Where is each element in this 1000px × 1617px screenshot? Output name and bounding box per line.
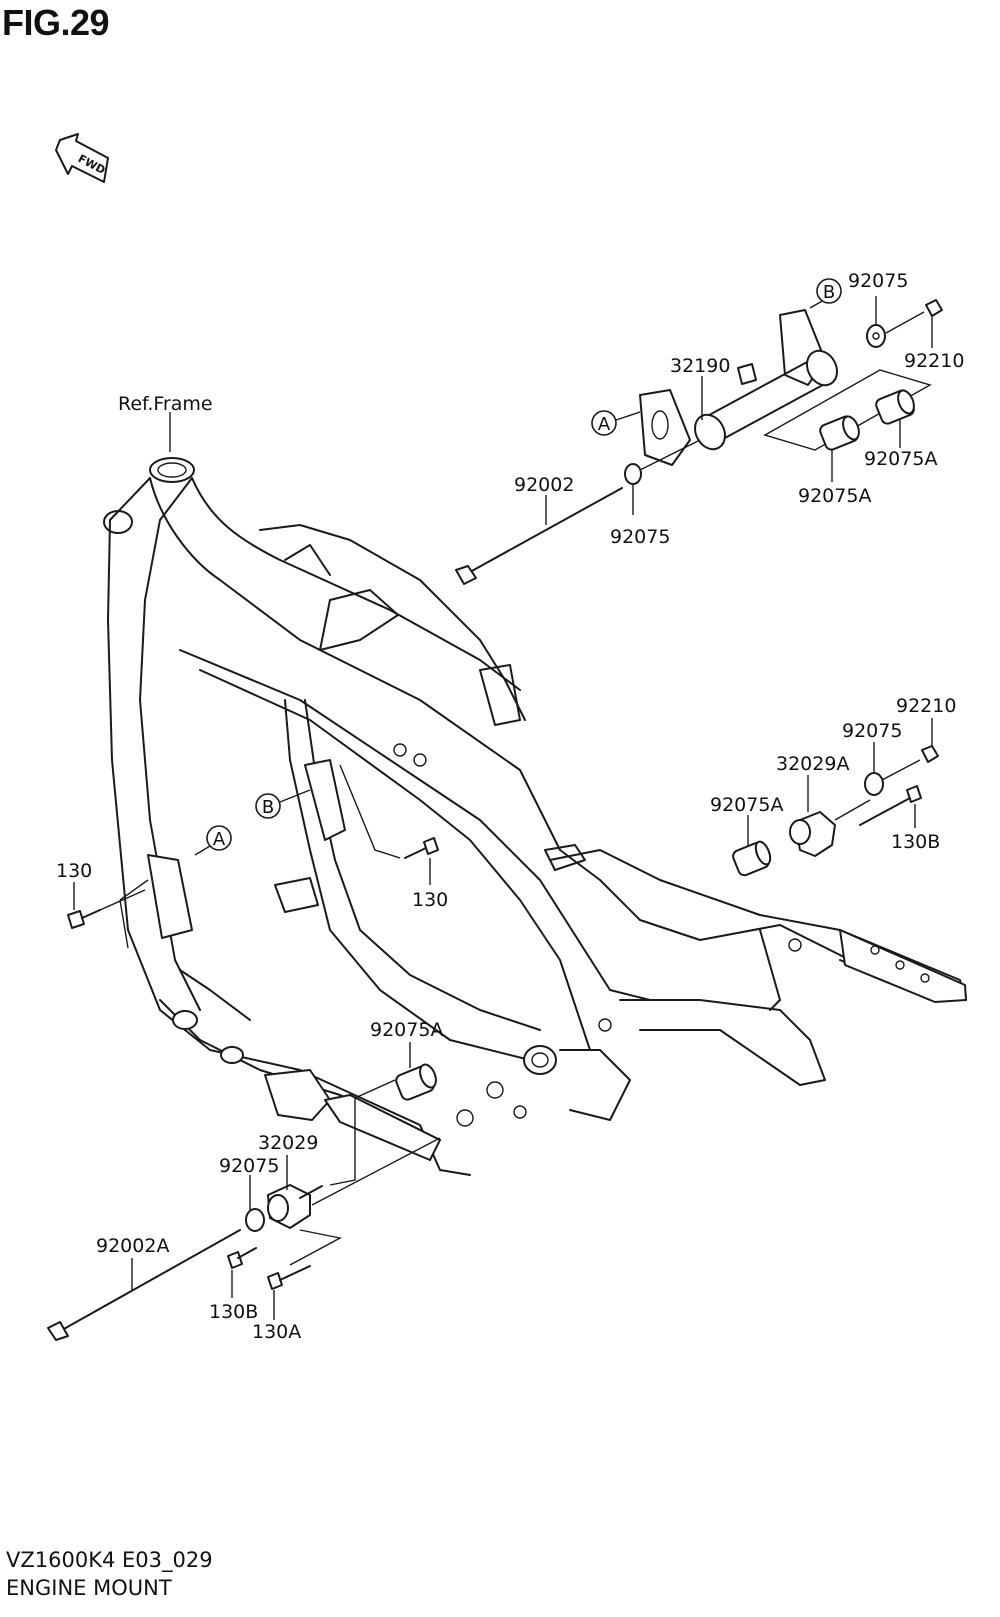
callout-b-frame: B xyxy=(255,793,281,819)
fwd-arrow-icon: FWD xyxy=(55,133,109,183)
ref-frame-label: Ref.Frame xyxy=(118,393,213,415)
label-92210-top: 92210 xyxy=(904,350,964,372)
callout-b-top: B xyxy=(816,278,842,304)
label-92075-bottom: 92075 xyxy=(219,1155,279,1177)
callout-b-frame-letter: B xyxy=(262,797,274,818)
label-130-mid: 130 xyxy=(412,889,448,911)
label-92075-top: 92075 xyxy=(848,270,908,292)
label-32029: 32029 xyxy=(258,1132,318,1154)
callout-a-top: A xyxy=(591,410,617,436)
figure-title: FIG.29 xyxy=(2,2,110,43)
diagram-code: VZ1600K4 E03_029 xyxy=(6,1548,213,1572)
callout-a-frame: A xyxy=(206,825,232,851)
frame-illustration xyxy=(103,457,967,1176)
upper-mount-assembly xyxy=(455,299,943,585)
label-32029a: 32029A xyxy=(776,753,849,775)
label-92075a-right: 92075A xyxy=(710,794,783,816)
label-92075a-bottom: 92075A xyxy=(370,1019,443,1041)
callout-b-top-letter: B xyxy=(823,282,835,303)
label-92002a: 92002A xyxy=(96,1235,169,1257)
label-92075a-top-right: 92075A xyxy=(864,448,937,470)
callout-a-top-letter: A xyxy=(598,414,611,435)
label-92075a-top-left: 92075A xyxy=(798,485,871,507)
label-92075-mid: 92075 xyxy=(610,526,670,548)
label-130-left: 130 xyxy=(56,860,92,882)
diagram-name: ENGINE MOUNT xyxy=(6,1576,172,1600)
label-130b-right: 130B xyxy=(891,831,940,853)
left-bolts xyxy=(67,764,439,949)
lower-mount-assembly xyxy=(47,1063,441,1341)
label-130a: 130A xyxy=(252,1321,301,1343)
callout-a-frame-letter: A xyxy=(213,829,226,850)
part-labels: 92075 92210 32190 92075A 92075A 92002 92… xyxy=(56,270,964,1343)
label-92075-right: 92075 xyxy=(842,720,902,742)
label-92210-right: 92210 xyxy=(896,695,956,717)
label-130b-bottom: 130B xyxy=(209,1301,258,1323)
right-mount-assembly xyxy=(732,745,939,877)
label-32190: 32190 xyxy=(670,355,730,377)
label-92002: 92002 xyxy=(514,474,574,496)
